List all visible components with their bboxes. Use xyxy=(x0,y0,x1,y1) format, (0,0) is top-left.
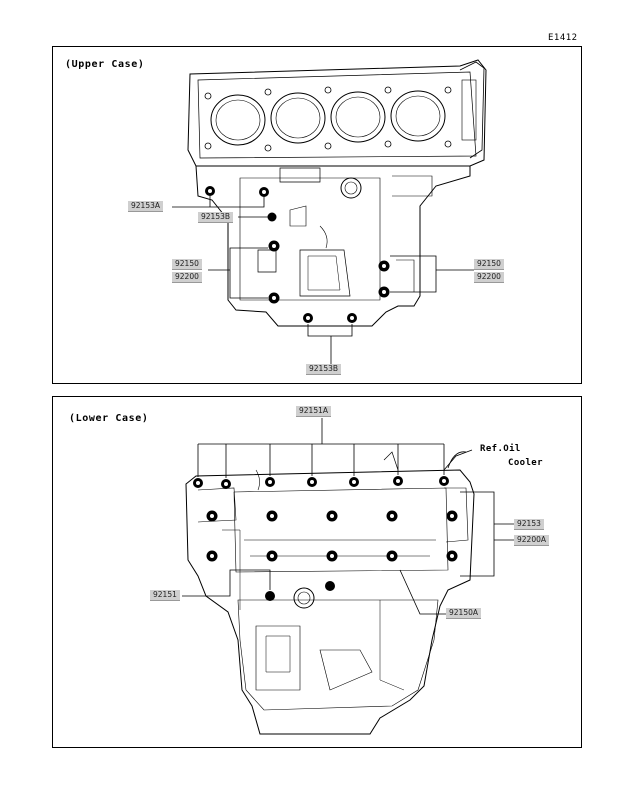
lower-case-title: (Lower Case) xyxy=(69,413,149,424)
upper-case-panel: (Upper Case) xyxy=(52,46,582,384)
part-label-92150A: 92150A xyxy=(446,608,481,619)
diagram-reference-id: E1412 xyxy=(548,33,578,43)
oil-cooler-reference-line1: Ref.Oil xyxy=(480,444,521,454)
part-label-92200-right: 92200 xyxy=(474,272,504,283)
part-label-92153B-bottom: 92153B xyxy=(306,364,342,375)
part-label-92200A: 92200A xyxy=(514,535,549,546)
part-label-92153B: 92153B xyxy=(198,212,234,223)
lower-case-panel: (Lower Case) xyxy=(52,396,582,748)
part-label-92150-right: 92150 xyxy=(474,259,504,270)
lower-crankcase-drawing xyxy=(182,418,514,735)
part-label-92153: 92153 xyxy=(514,519,544,530)
oil-cooler-reference-line2: Cooler xyxy=(508,458,543,468)
upper-crankcase-drawing xyxy=(172,59,487,364)
part-label-92150-left: 92150 xyxy=(172,259,202,270)
part-label-92153A: 92153A xyxy=(128,201,163,212)
part-label-92200-left: 92200 xyxy=(172,272,202,283)
upper-case-title: (Upper Case) xyxy=(65,59,145,70)
part-label-92151A: 92151A xyxy=(296,406,331,417)
part-label-92151: 92151 xyxy=(150,590,180,601)
